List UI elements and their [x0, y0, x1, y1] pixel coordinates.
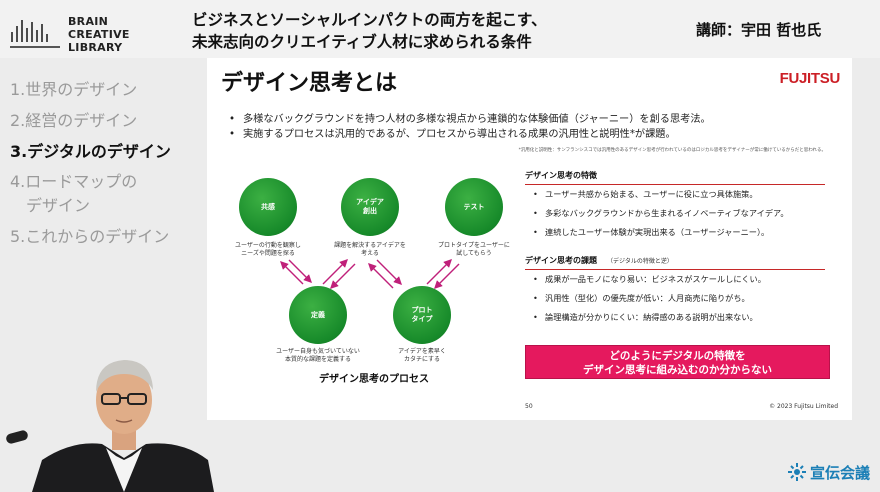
nav-item-world-design: 1.世界のデザイン: [10, 80, 138, 99]
node-empathize-label: 共感: [261, 202, 275, 211]
issues-heading: デザイン思考の課題 （デジタルの特徴と逆）: [525, 255, 825, 270]
node-define-caption: ユーザー自身も気づいていない 本質的な課題を定義する: [276, 348, 360, 363]
header-bar: BRAIN CREATIVE LIBRARY ビジネスとソーシャルインパクトの両…: [0, 0, 880, 58]
slide-bullet-text: 実施するプロセスは汎用的であるが、プロセスから導出される成果の汎用性と説明性*が…: [243, 129, 676, 140]
list-item: •多彩なバックグラウンドから生まれるイノベーティブなアイデア。: [533, 208, 789, 218]
feature-text: 多彩なバックグラウンドから生まれるイノベーティブなアイデア。: [545, 208, 789, 218]
node-define-label: 定義: [311, 310, 325, 319]
issue-text: 論理構造が分かりにくい：納得感のある説明が出来ない。: [545, 312, 758, 322]
features-heading-text: デザイン思考の特徴: [525, 171, 597, 180]
node-prototype: プロト タイプ: [393, 286, 451, 344]
slide-bullet: •多様なバックグラウンドを持つ人材の多様な視点から連鎖的な体験価値（ジャーニー）…: [229, 114, 711, 125]
design-thinking-process-diagram: 共感 ユーザーの行動を観察し ニーズや問題を探る アイデア 創出 課題を解決する…: [217, 170, 522, 385]
nav-item-roadmap-line-1: 4.ロードマップの: [10, 172, 138, 191]
slide-title: デザイン思考とは: [221, 71, 398, 96]
arrow-define-to-empathize: [280, 261, 304, 285]
node-test-label: テスト: [463, 202, 485, 211]
logo-line-3: LIBRARY: [68, 41, 123, 54]
presenter-video: [32, 360, 214, 492]
list-item: •ユーザー共感から始まる、ユーザーに役に立つ具体施策。: [533, 189, 758, 199]
features-heading: デザイン思考の特徴: [525, 170, 825, 185]
list-item: •連続したユーザー体験が実現出来る（ユーザージャーニー）。: [533, 227, 770, 237]
issue-text: 成果が一品モノになり易い：ビジネスがスケールしにくい。: [545, 274, 766, 284]
sendenkaigi-logo: 宣伝会議: [787, 462, 870, 483]
list-item: •成果が一品モノになり易い：ビジネスがスケールしにくい。: [533, 274, 766, 284]
slide-bullets: •多様なバックグラウンドを持つ人材の多様な視点から連鎖的な体験価値（ジャーニー）…: [229, 112, 711, 142]
session-title-line-2: 未来志向のクリエイティブ人材に求められる条件: [192, 33, 532, 51]
arrow-empathize-to-define: [288, 259, 312, 283]
logo-line-2: CREATIVE: [68, 28, 130, 41]
features-panel: デザイン思考の特徴 •ユーザー共感から始まる、ユーザーに役に立つ具体施策。 •多…: [525, 170, 825, 242]
node-ideate: アイデア 創出: [341, 178, 399, 236]
issues-heading-text: デザイン思考の課題: [525, 256, 597, 265]
logo-waveform-icon: [10, 20, 60, 48]
arrow-prototype-to-ideate: [368, 263, 394, 289]
list-item: •論理構造が分かりにくい：納得感のある説明が出来ない。: [533, 312, 758, 322]
nav-item-roadmap-line-2: デザイン: [10, 196, 91, 215]
slide-bullet-text: 多様なバックグラウンドを持つ人材の多様な視点から連鎖的な体験価値（ジャーニー）を…: [243, 114, 711, 125]
highlight-banner: どのようにデジタルの特徴を デザイン思考に組み込むのか分からない: [525, 345, 830, 379]
node-ideate-caption: 課題を解決するアイデアを 考える: [334, 242, 406, 257]
banner-line-2: デザイン思考に組み込むのか分からない: [583, 364, 772, 376]
issues-panel: デザイン思考の課題 （デジタルの特徴と逆） •成果が一品モノになり易い：ビジネスが…: [525, 255, 825, 327]
arrow-define-to-ideate: [322, 259, 348, 285]
nav-item-roadmap-design: 4.ロードマップの デザイン: [10, 167, 200, 221]
node-define: 定義: [289, 286, 347, 344]
sendenkaigi-wordmark: 宣伝会議: [809, 464, 870, 482]
chapter-nav: 1.世界のデザイン 2.経営のデザイン 3.デジタルのデザイン 4.ロードマップ…: [10, 74, 200, 252]
node-test-caption: プロトタイプをユーザーに 試してもらう: [438, 242, 510, 257]
speaker-name: 講師：宇田 哲也氏: [696, 21, 822, 39]
arrow-test-to-prototype: [434, 263, 460, 289]
issues-subheading: （デジタルの特徴と逆）: [607, 258, 673, 265]
diagram-caption: デザイン思考のプロセス: [319, 374, 429, 385]
slide-footnote: *汎用化と説明性：サンフランシスコでは汎用性のあるデザイン思考が行われているのは…: [518, 148, 826, 153]
logo-line-1: BRAIN: [68, 15, 109, 28]
logo-wordmark: BRAIN CREATIVE LIBRARY: [68, 15, 130, 54]
feature-text: ユーザー共感から始まる、ユーザーに役に立つ具体施策。: [545, 189, 758, 199]
nav-item-management-design: 2.経営のデザイン: [10, 111, 138, 130]
process-arrows: [280, 259, 460, 289]
node-prototype-caption: アイデアを素早く カタチにする: [398, 348, 446, 363]
nav-item-digital-design: 3.デジタルのデザイン: [10, 142, 171, 161]
node-empathize-caption: ユーザーの行動を観察し ニーズや問題を探る: [235, 242, 301, 257]
microphone-icon: [5, 429, 29, 445]
presentation-slide: デザイン思考とは FUJITSU •多様なバックグラウンドを持つ人材の多様な視点…: [207, 58, 852, 420]
banner-line-1: どのようにデジタルの特徴を: [609, 350, 746, 362]
arrow-prototype-to-test: [426, 259, 452, 285]
arrow-ideate-to-prototype: [376, 259, 402, 285]
nav-item-future-design: 5.これからのデザイン: [10, 227, 170, 246]
session-title: ビジネスとソーシャルインパクトの両方を起こす、 未来志向のクリエイティブ人材に求…: [192, 9, 547, 53]
sendenkaigi-mark-icon: [787, 463, 806, 481]
slide-page-number: 50: [525, 403, 533, 410]
fujitsu-logo: FUJITSU: [779, 70, 841, 87]
node-empathize: 共感: [239, 178, 297, 236]
node-ideate-label: アイデア 創出: [356, 198, 384, 215]
node-prototype-label: プロト タイプ: [411, 306, 433, 323]
node-test: テスト: [445, 178, 503, 236]
arrow-ideate-to-define: [330, 263, 356, 289]
slide-copyright: © 2023 Fujitsu Limited: [769, 403, 838, 410]
slide-bullet: •実施するプロセスは汎用的であるが、プロセスから導出される成果の汎用性と説明性*…: [229, 129, 676, 140]
issue-text: 汎用性（型化）の優先度が低い：人月商売に陥りがち。: [545, 293, 750, 303]
session-title-line-1: ビジネスとソーシャルインパクトの両方を起こす、: [192, 11, 547, 29]
feature-text: 連続したユーザー体験が実現出来る（ユーザージャーニー）。: [545, 227, 770, 237]
brain-creative-library-logo: BRAIN CREATIVE LIBRARY: [8, 8, 158, 54]
list-item: •汎用性（型化）の優先度が低い：人月商売に陥りがち。: [533, 293, 750, 303]
